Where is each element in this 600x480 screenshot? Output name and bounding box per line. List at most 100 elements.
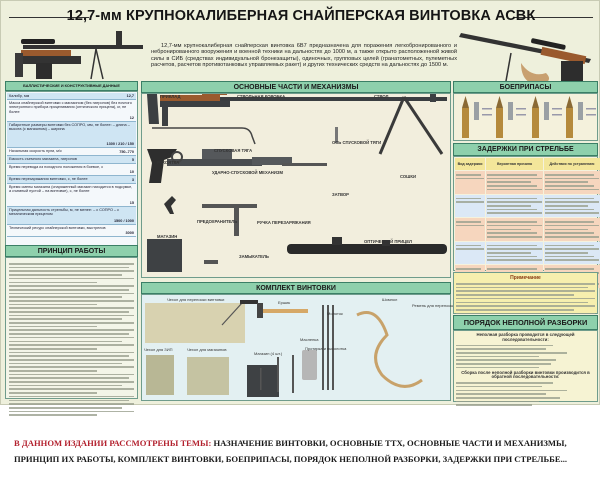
text-line: [487, 208, 537, 211]
text-line: [545, 252, 589, 254]
text-line: [9, 406, 122, 409]
kit-label: Протирка и выколотка: [305, 346, 347, 351]
text-line: [9, 410, 134, 413]
title-rule-right: [513, 17, 593, 18]
poster: 12,7-мм КРУПНОКАЛИБЕРНАЯ СНАЙПЕРСКАЯ ВИН…: [0, 0, 600, 416]
text-line: [487, 185, 537, 187]
text-line: [9, 370, 97, 372]
kit-label: Масленка: [300, 337, 319, 342]
spec-label: Емкость съемного магазина, патронов: [9, 157, 77, 161]
text-line: [545, 212, 599, 214]
text-line: [456, 301, 589, 304]
text-line: [456, 305, 595, 307]
text-line: [487, 224, 542, 227]
text-line: [456, 221, 482, 223]
text-line: [9, 399, 129, 402]
text-line: [545, 185, 594, 187]
text-line: [9, 403, 134, 405]
text-line: [545, 248, 599, 250]
text-line: [456, 224, 484, 227]
text-line: [487, 228, 531, 231]
delays-column-header: Действия по устранению: [544, 158, 600, 170]
text-line: [545, 224, 599, 227]
delays-cell: [544, 194, 600, 218]
kit-label: Шомпол: [382, 297, 398, 302]
caption: В ДАННОМ ИЗДАНИИ РАССМОТРЕНЫ ТЕМЫ: НАЗНА…: [14, 435, 594, 467]
spec-label: Габаритные размеры винтовки без СОПРО, м…: [9, 123, 130, 132]
spec-value: 1500 / 1000: [113, 218, 134, 223]
delays-cell: [455, 171, 485, 194]
delays-cell: [455, 241, 485, 265]
text-line: [456, 297, 595, 300]
text-line: [456, 400, 540, 403]
text-line: [9, 392, 97, 394]
rifle-image-right: [459, 33, 591, 85]
text-line: [9, 344, 134, 346]
text-line: [9, 266, 129, 269]
firing-mechanism: [167, 149, 262, 166]
text-line: [545, 228, 589, 231]
text-line: [487, 205, 531, 207]
text-line: [9, 373, 134, 376]
spec-value: 1300 / 210 / 150: [106, 141, 134, 146]
delays-cell: [486, 171, 543, 194]
text-line: [456, 201, 484, 203]
spec-label: Время смены магазина (снаряженный магази…: [9, 185, 133, 194]
text-line: [487, 181, 531, 184]
text-line: [456, 348, 547, 350]
text-line: [487, 232, 537, 234]
poster-title: 12,7-мм КРУПНОКАЛИБЕРНАЯ СНАЙПЕРСКАЯ ВИН…: [66, 8, 536, 24]
parts-header: ОСНОВНЫЕ ЧАСТИ И МЕХАНИЗМЫ: [141, 81, 451, 93]
text-line: [487, 244, 537, 247]
text-line: [456, 363, 551, 365]
charging-handle: [202, 204, 257, 236]
text-line: [456, 366, 540, 369]
spec-label: Начальная скорость пули, м/с: [9, 149, 62, 153]
spec-label: Технический ресурс снайперской винтовки,…: [9, 226, 106, 230]
text-line: [487, 212, 542, 214]
text-line: [545, 188, 599, 191]
assembly-intro: Сборка после неполной разборки винтовки …: [461, 369, 590, 380]
text-line: [456, 312, 595, 315]
delays-cell: [486, 241, 543, 265]
magazines: [247, 365, 279, 397]
cartridge-1: [462, 96, 492, 138]
caption-lead: В ДАННОМ ИЗДАНИИ РАССМОТРЕНЫ ТЕМЫ:: [14, 438, 212, 448]
text-line: [9, 377, 129, 379]
cartridge-4: [566, 96, 596, 138]
text-line: [456, 308, 575, 311]
safety: [164, 196, 176, 214]
part-label: МАГАЗИН: [157, 234, 178, 239]
kit-label: Чехол для ЗИП: [144, 347, 173, 352]
text-line: [456, 344, 554, 347]
text-line: [9, 355, 129, 357]
delays-cell: [544, 171, 600, 194]
delays-cell: [455, 194, 485, 218]
magazine-part: [147, 239, 182, 272]
text-line: [487, 201, 542, 203]
cartridge-2: [496, 96, 526, 138]
part-label: СОШКИ: [400, 174, 416, 179]
part-label: ОСЬ СПУСКОВОЙ ТЯГИ: [332, 140, 382, 145]
text-line: [456, 393, 547, 395]
spec-value: 15: [129, 200, 134, 205]
text-line: [545, 268, 594, 270]
text-line: [545, 244, 594, 247]
text-line: [9, 384, 122, 387]
text-line: [545, 221, 594, 223]
bolt: [252, 157, 327, 166]
kit-label: Ершик: [278, 300, 291, 305]
text-line: [456, 294, 575, 296]
part-label: СТВОЛЬНАЯ КОРОБКА: [237, 94, 286, 99]
text-line: [487, 221, 537, 223]
spec-value: 12,7: [126, 93, 134, 98]
delays-header: ЗАДЕРЖКИ ПРИ СТРЕЛЬБЕ: [453, 143, 598, 156]
text-line: [9, 296, 122, 298]
text-line: [487, 188, 542, 191]
spec-row: Технический ресурс снайперской винтовки,…: [7, 225, 136, 237]
cleaning-rod: [322, 305, 334, 390]
text-line: [456, 355, 540, 358]
delays-column-header: Вероятная причина: [486, 158, 543, 170]
